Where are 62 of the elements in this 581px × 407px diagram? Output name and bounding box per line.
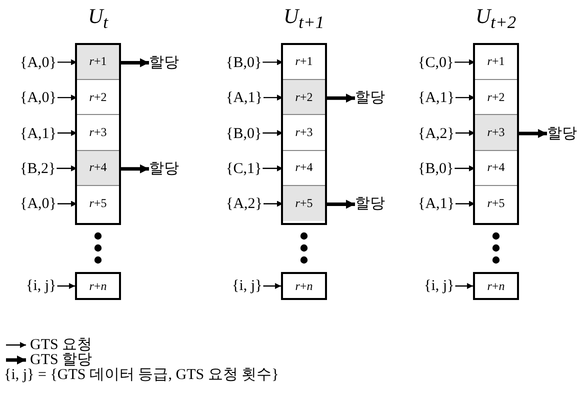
allocation-label: 할당 — [355, 195, 385, 214]
request-label: {i, j} — [26, 277, 56, 295]
arrow — [326, 94, 355, 103]
arrow — [262, 59, 283, 66]
arrow — [263, 94, 283, 101]
request-label: {B,0} — [418, 160, 454, 178]
note-text: {i, j} = {GTS 데이터 등급, GTS 요청 횟수} — [4, 367, 279, 383]
slot-cell: r+2 — [283, 80, 325, 116]
request-label: {A,2} — [418, 124, 454, 142]
request-label: {A,1} — [20, 124, 56, 142]
allocation-label: 할당 — [149, 160, 179, 178]
arrow — [518, 129, 547, 138]
request-label: {i, j} — [232, 277, 262, 295]
slot-cell: r+5 — [283, 186, 325, 222]
slot-cell: r+3 — [475, 115, 517, 151]
slot-cell: r+n — [75, 272, 121, 300]
slot-cell: r+4 — [475, 150, 517, 186]
request-label: {A,1} — [226, 89, 262, 108]
arrow — [263, 283, 281, 289]
arrow — [326, 200, 355, 209]
arrow — [455, 94, 475, 101]
request-label: {A,0} — [20, 89, 56, 108]
request-label: {B,0} — [226, 124, 262, 142]
allocation-label: 할당 — [149, 54, 179, 72]
request-label: {A,0} — [20, 195, 56, 214]
allocation-label: 할당 — [547, 124, 577, 142]
arrow — [455, 200, 475, 207]
column-heading: U$_{t+2}$ — [476, 4, 516, 34]
request-label: {B,0} — [226, 54, 262, 72]
arrow — [454, 59, 475, 66]
slot-cell: r+4 — [283, 150, 325, 186]
arrow — [262, 165, 283, 172]
legend-text: GTS 요청 — [30, 337, 92, 353]
request-label: {i, j} — [424, 277, 454, 295]
slot-cell: r+1 — [77, 44, 119, 80]
arrow — [57, 59, 77, 66]
arrow — [57, 200, 77, 207]
column-heading: U$_{t}$ — [88, 4, 108, 34]
slot-cell: r+4 — [77, 150, 119, 186]
request-label: {B,2} — [20, 160, 56, 178]
slot-cell: r+n — [473, 272, 519, 300]
arrow — [455, 283, 473, 289]
slot-cell: r+n — [281, 272, 327, 300]
request-label: {A,0} — [20, 54, 56, 72]
arrow — [120, 164, 149, 174]
legend-text: GTS 할당 — [30, 352, 92, 368]
request-label: {C,0} — [418, 54, 454, 72]
column-heading: U$_{t+1}$ — [284, 4, 324, 34]
arrow — [455, 130, 475, 136]
arrow — [56, 165, 77, 172]
request-label: {A,1} — [418, 195, 454, 214]
arrow — [120, 58, 149, 68]
arrow — [262, 130, 283, 136]
arrow — [454, 165, 475, 172]
arrow — [57, 94, 77, 101]
arrow — [57, 283, 75, 289]
request-label: {A,2} — [226, 195, 262, 214]
request-label: {C,1} — [226, 160, 262, 178]
allocation-label: 할당 — [355, 89, 385, 108]
request-label: {A,1} — [418, 89, 454, 108]
arrow — [57, 130, 77, 136]
arrow — [263, 200, 283, 207]
